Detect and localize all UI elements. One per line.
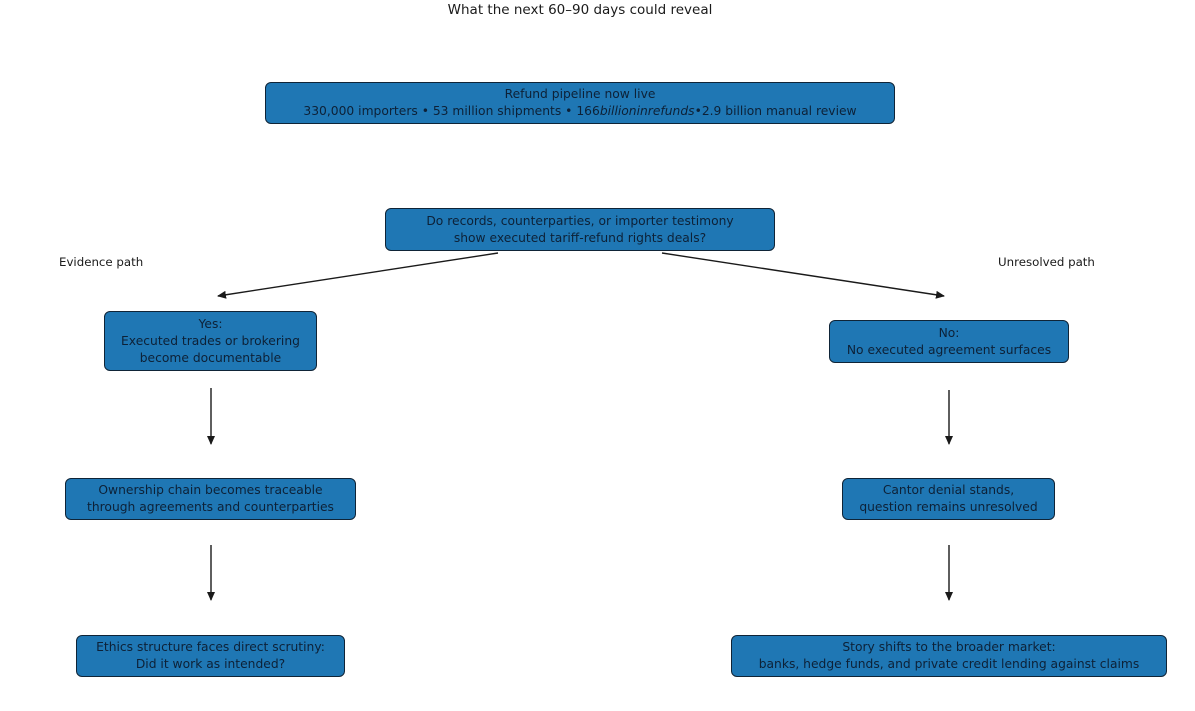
node-ownership-chain-line1: Ownership chain becomes traceable	[98, 483, 323, 497]
node-no-line2: No executed agreement surfaces	[846, 342, 1052, 357]
node-yes: Yes: Executed trades or brokering become…	[104, 311, 317, 371]
node-broader-market: Story shifts to the broader market: bank…	[731, 635, 1167, 677]
node-yes-line2: Executed trades or brokering	[121, 333, 300, 348]
label-unresolved-path: Unresolved path	[998, 255, 1095, 269]
node-ethics-scrutiny: Ethics structure faces direct scrutiny: …	[76, 635, 345, 677]
node-broader-market-line2: banks, hedge funds, and private credit l…	[758, 657, 1140, 671]
node-cantor-denial-line1: Cantor denial stands,	[882, 483, 1015, 497]
node-cantor-denial-line2: question remains unresolved	[859, 500, 1038, 514]
node-question: Do records, counterparties, or importer …	[385, 208, 775, 251]
node-ethics-scrutiny-line2: Did it work as intended?	[135, 657, 286, 671]
node-refund-pipeline-line1: Refund pipeline now live	[504, 87, 656, 101]
node-no: No: No executed agreement surfaces	[829, 320, 1069, 363]
node-no-line1: No:	[938, 325, 960, 340]
node-ownership-chain-line2: through agreements and counterparties	[87, 500, 334, 514]
node-ownership-chain: Ownership chain becomes traceable throug…	[65, 478, 356, 520]
node-refund-pipeline-line2-italic: billioninrefunds	[599, 104, 695, 118]
node-question-line2: show executed tariff-refund rights deals…	[453, 230, 707, 245]
node-broader-market-line1: Story shifts to the broader market:	[842, 640, 1056, 654]
node-cantor-denial: Cantor denial stands, question remains u…	[842, 478, 1055, 520]
node-refund-pipeline-line2-post: •2.9 billion manual review	[694, 104, 857, 118]
arrow-question-to-yes	[217, 252, 499, 299]
node-refund-pipeline-line2: 330,000 importers • 53 million shipments…	[303, 103, 856, 120]
node-refund-pipeline-line2-pre: 330,000 importers • 53 million shipments…	[303, 104, 600, 118]
label-evidence-path: Evidence path	[59, 255, 144, 269]
arrow-question-to-no	[661, 252, 945, 299]
node-yes-line3: become documentable	[139, 350, 282, 365]
node-yes-line1: Yes:	[198, 316, 223, 331]
node-refund-pipeline: Refund pipeline now live 330,000 importe…	[265, 82, 895, 124]
chart-title: What the next 60–90 days could reveal	[447, 2, 713, 18]
node-question-line1: Do records, counterparties, or importer …	[426, 213, 734, 228]
node-ethics-scrutiny-line1: Ethics structure faces direct scrutiny:	[96, 640, 325, 654]
